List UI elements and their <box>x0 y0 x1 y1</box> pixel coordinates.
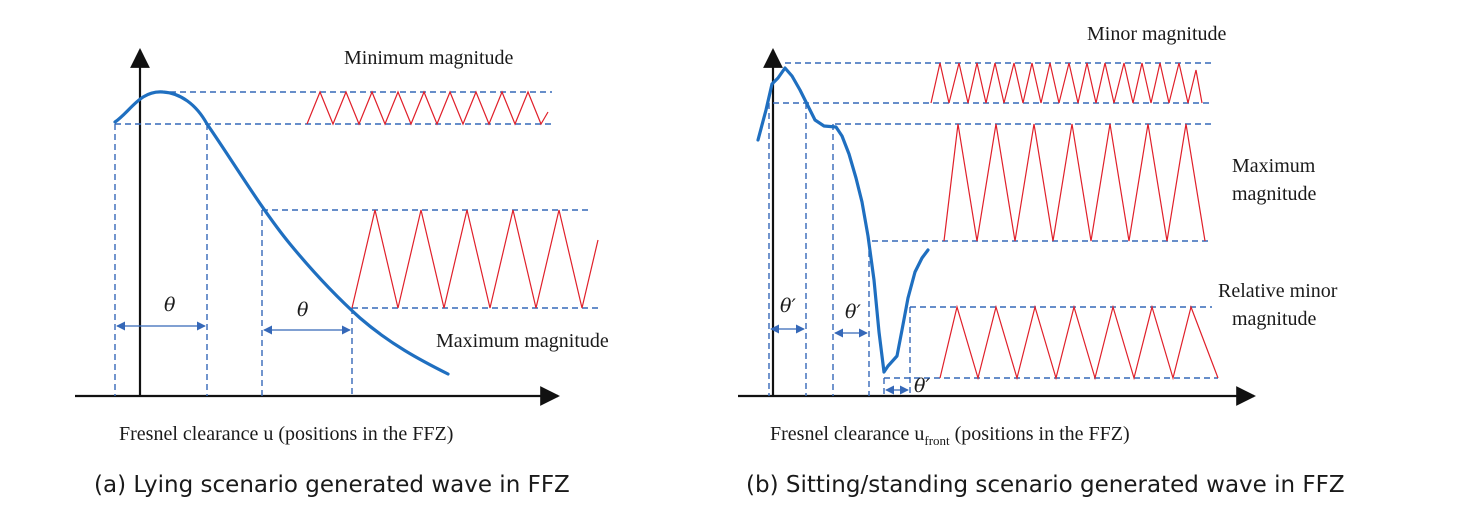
panel-a-wave-curve <box>113 90 450 376</box>
panel-b-xaxis-label: Fresnel clearance ufront (positions in t… <box>770 423 1130 448</box>
panel-b-label-minor: Minor magnitude <box>1087 23 1227 45</box>
panel-b-label-maximum-1: Maximum <box>1232 155 1316 177</box>
panel-b-theta-3: θ′ <box>914 375 930 397</box>
panel-a: Minimum magnitude Maximum magnitude θ θ … <box>75 47 609 498</box>
panel-a-caption: (a) Lying scenario generated wave in FFZ <box>94 472 570 498</box>
panel-a-theta-1: θ <box>164 294 176 316</box>
panel-b-xaxis-sub: front <box>924 433 950 448</box>
panel-b-wave-curve <box>756 66 930 374</box>
panel-a-min-wave <box>306 90 549 126</box>
panel-a-xaxis-label: Fresnel clearance u (positions in the FF… <box>119 423 453 445</box>
panel-b-label-relminor-1: Relative minor <box>1218 280 1338 302</box>
panel-b-xaxis-rest: (positions in the FFZ) <box>950 423 1130 445</box>
panel-b-relminor-wave <box>939 304 1219 381</box>
panel-b-label-maximum-2: magnitude <box>1232 183 1317 205</box>
panel-b-theta-2: θ′ <box>845 301 861 323</box>
panel-b-xaxis-main: Fresnel clearance u <box>770 423 924 445</box>
panel-b-theta-1: θ′ <box>780 295 796 317</box>
panel-a-label-maximum: Maximum magnitude <box>436 330 609 352</box>
panel-b-caption: (b) Sitting/standing scenario generated … <box>746 472 1345 498</box>
panel-a-theta-2: θ <box>297 299 309 321</box>
panel-a-label-minimum: Minimum magnitude <box>344 47 514 69</box>
panel-b-label-relminor-2: magnitude <box>1232 308 1317 330</box>
panel-b-maximum-wave <box>943 123 1206 242</box>
panel-a-max-wave <box>351 209 599 309</box>
panel-b-minor-wave <box>930 62 1203 104</box>
panel-b: Minor magnitude Maximum magnitude Relati… <box>738 23 1345 498</box>
